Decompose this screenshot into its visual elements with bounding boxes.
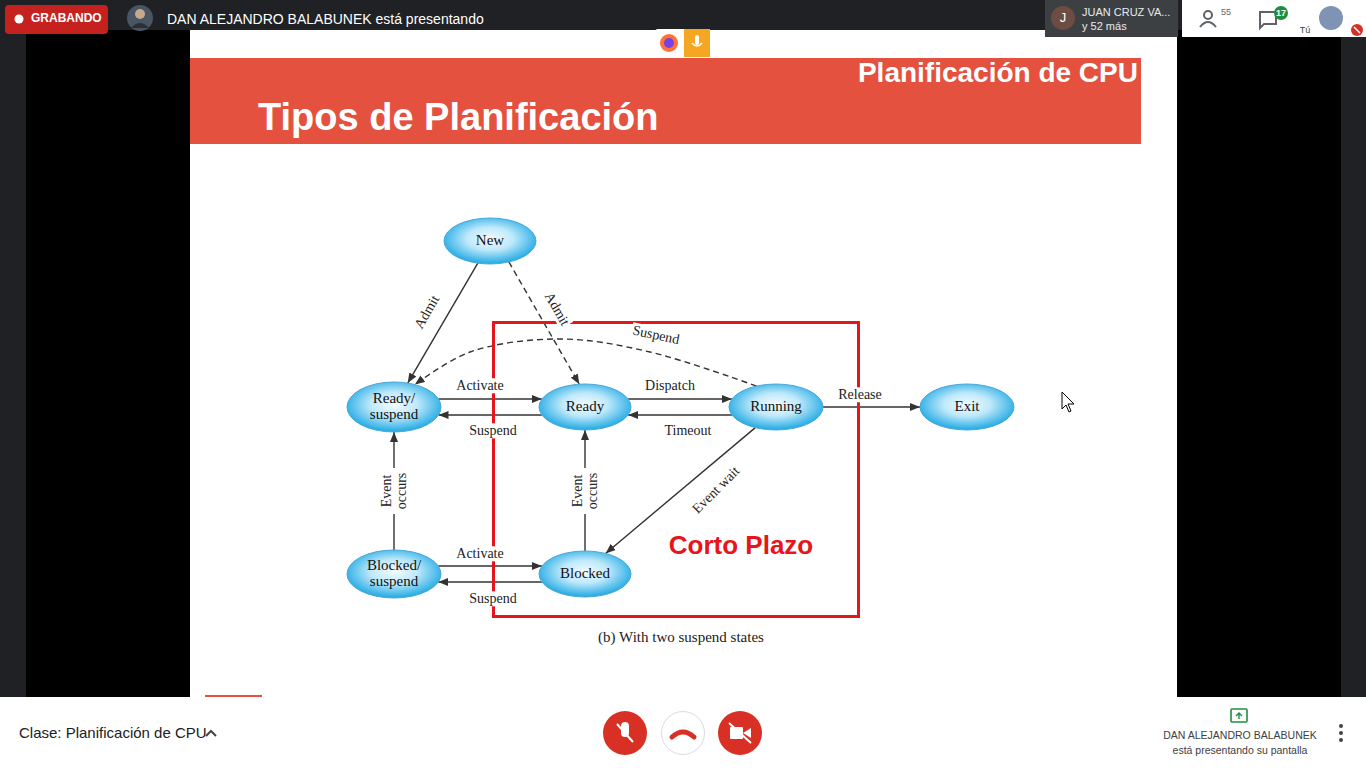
chat-badge [1274,6,1288,20]
transition-arrow [438,581,542,582]
share-area [26,30,1341,697]
recording-pill [5,5,108,34]
transition-arrow [439,398,542,399]
people-count: 55 [1221,7,1231,17]
transition-arrow [438,565,542,566]
caret-icon [206,731,216,736]
transition-label: Suspend [468,591,517,606]
slide-subject: Planificación de CPU [858,57,1138,89]
browser-icon [660,34,678,52]
transition-label: Event occurs [379,468,410,514]
transition-label: Activate [455,378,504,393]
state-node: Running [728,383,824,431]
presenter-avatar [127,5,153,31]
transition-label: Suspend [468,423,517,438]
people-icon [1204,11,1212,19]
meeting-title: Clase: Planificación de CPU [19,724,207,741]
participant-avatar [1051,6,1075,30]
participant-panel [1045,0,1178,37]
bottom-bar [0,697,1366,768]
transition-label: Event occurs [570,468,601,514]
region-label: Corto Plazo [669,532,813,559]
recording-dot [15,15,24,24]
slide-title: Tipos de Planificación [258,96,659,140]
hangup-icon [672,732,694,737]
present-icon [1231,709,1247,722]
state-label: Running [750,399,802,415]
transition-arrow [628,414,732,415]
transition-arrow [439,414,542,415]
state-ellipse [539,384,631,430]
state-node: New [443,217,537,265]
mouse-cursor [1062,392,1074,412]
mic-icon [695,35,699,45]
presenter-name: DAN ALEJANDRO BALABUNEK [1163,729,1316,741]
transition-arrow [823,406,920,407]
camera-button [718,711,762,755]
share-pill [655,29,711,57]
mic-off-slash [617,724,633,742]
state-ellipse [444,218,536,264]
state-node: Blocked/ suspend [346,549,442,599]
menu-dot [1339,724,1343,728]
hangup-button [662,712,705,755]
menu-dot [1339,731,1343,735]
state-label: New [476,233,504,249]
participant-name: JUAN CRUZ VA... [1082,6,1170,19]
present-arrow [1236,713,1242,719]
chat-icon [1260,12,1276,28]
presenter-banner: DAN ALEJANDRO BALABUNEK está presentando [167,11,484,27]
state-ellipse [729,384,823,430]
people-icon-body [1200,22,1216,27]
state-node: Exit [919,383,1015,431]
toolbar-panel [1182,0,1366,37]
transition-label: Timeout [664,423,713,438]
browser-icon-core [664,38,674,48]
participant-count: y 52 más [1082,20,1127,33]
chat-count: 17 [1276,8,1286,18]
muted-badge [1351,24,1363,36]
transition-label: Activate [455,546,504,561]
figure-caption: (b) With two suspend states [598,629,764,646]
region-box: Corto Plazo Ready RunningBlocked [492,321,860,618]
avatar-body [131,23,149,28]
camera-off-slash [729,723,751,743]
mic-tab [684,29,710,57]
transition-arrow [628,398,732,399]
mic-icon-arc [692,43,702,46]
recording-label: GRABANDO [31,12,102,26]
own-avatar [1319,6,1343,30]
muted-slash [1354,27,1360,33]
mic-button [603,711,647,755]
state-label: Blocked [560,566,610,582]
slide-mark [205,695,262,697]
avatar-head [135,9,145,19]
menu-dot [1339,738,1343,742]
avatar-initial: J [1060,11,1067,26]
state-label: Exit [955,399,980,415]
slide [190,30,1177,697]
transition-label: Release [837,387,883,402]
state-label: Ready [566,399,604,415]
state-node: Ready [538,383,632,431]
state-ellipse [347,382,441,432]
presenting-status: está presentando su pantalla [1173,744,1308,756]
transition-label: Dispatch [644,378,696,393]
state-label: Blocked/ suspend [363,558,425,590]
state-ellipse [539,551,631,597]
state-node: Blocked [538,550,632,598]
state-node: Ready/ suspend [346,381,442,433]
state-ellipse [920,384,1014,430]
state-ellipse [347,550,441,598]
self-label: Tú [1300,25,1311,35]
state-label: Ready/ suspend [363,391,425,423]
